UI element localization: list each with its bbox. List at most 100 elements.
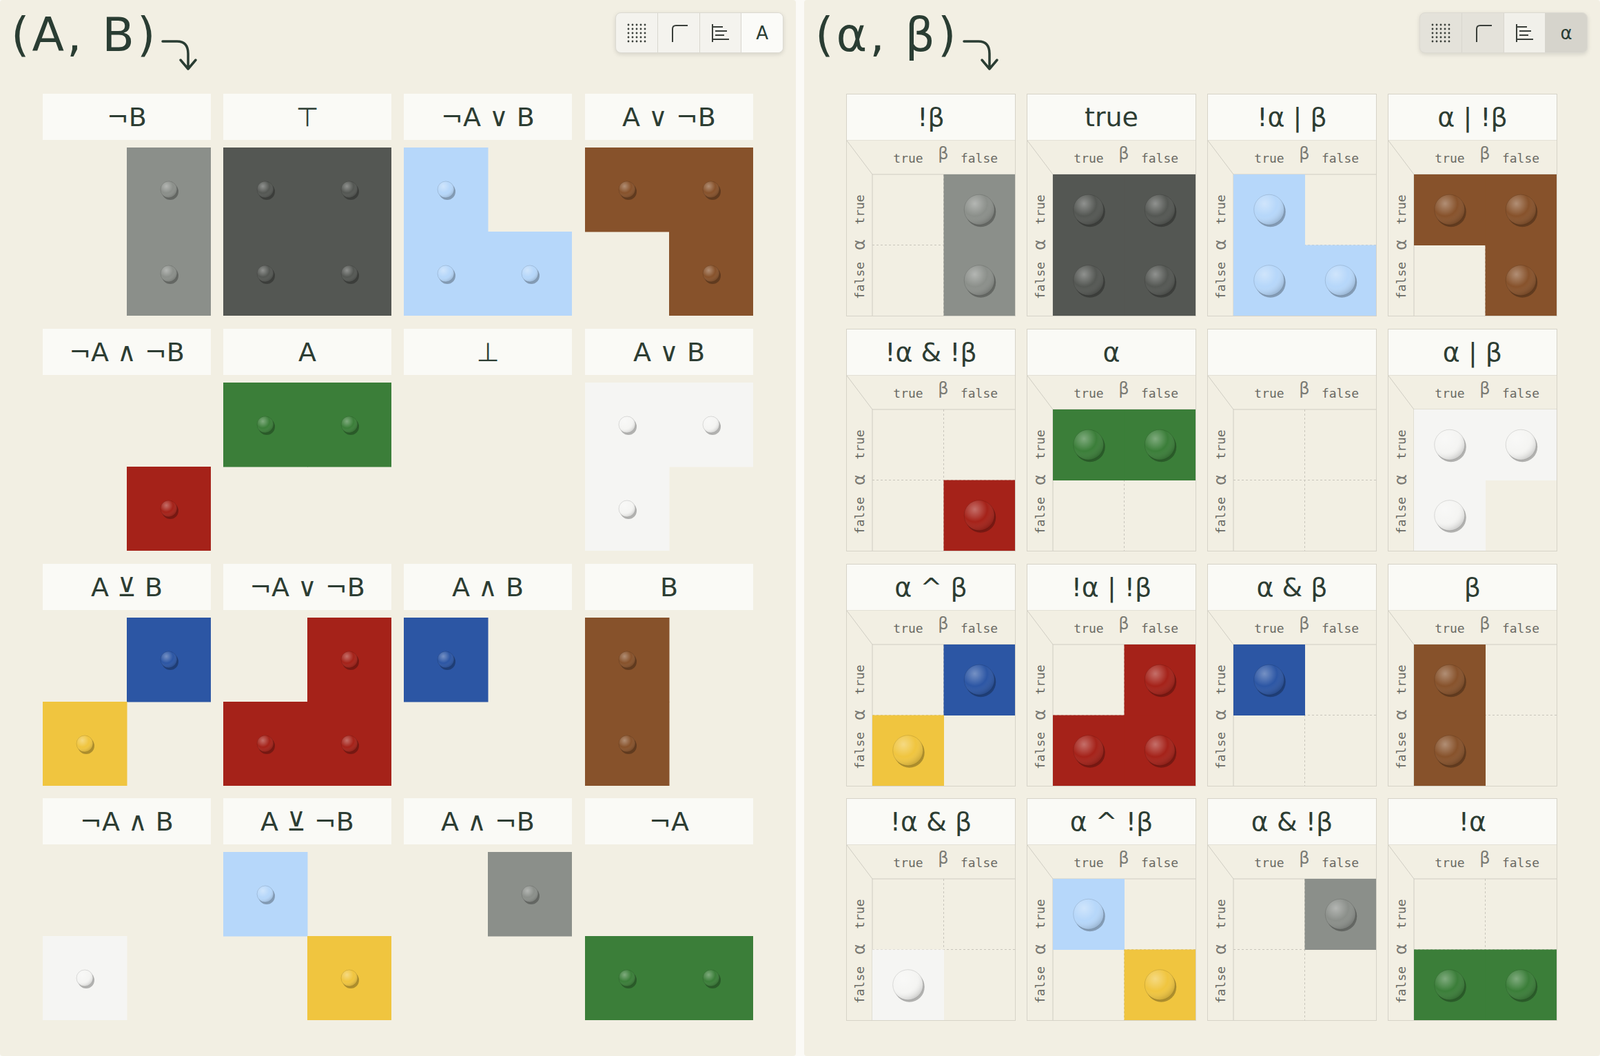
- axis-value: true: [1032, 664, 1048, 694]
- icon-list: [1516, 24, 1534, 43]
- icon-dot: [1435, 39, 1438, 43]
- brick-block: [307, 147, 392, 233]
- stud-highlight: [963, 265, 995, 296]
- corner-diagonal: [1388, 610, 1414, 645]
- brick-stud: [160, 500, 178, 517]
- cell-header: ¬B: [42, 93, 211, 140]
- truth-grid: [223, 382, 392, 551]
- icon-dot: [627, 31, 630, 34]
- truth-grid: [585, 617, 754, 786]
- brick-block: [872, 949, 945, 1021]
- corner-diagonal: [1027, 844, 1053, 879]
- icon-dot: [1439, 27, 1442, 30]
- corner-diagonal: [1388, 375, 1414, 410]
- formula-label: A ∧ B: [452, 571, 524, 603]
- axis-value: true: [852, 429, 867, 459]
- brick-stud: [702, 416, 720, 433]
- brick-stud: [257, 735, 274, 752]
- truth-grid: [1052, 644, 1196, 786]
- brick-block: [126, 231, 211, 316]
- icon-dot: [639, 23, 642, 26]
- formula-label: ¬A ∨ ¬B: [249, 571, 366, 603]
- brick-stud: [1254, 194, 1285, 225]
- truth-cell: trueβfalsetrueαfalse: [1207, 328, 1377, 552]
- cell-header: [1207, 329, 1377, 376]
- axis-variable: α: [1391, 239, 1411, 251]
- stud-highlight: [521, 885, 539, 902]
- axis-value: false: [1141, 620, 1179, 636]
- cell-header: !α & !β: [846, 329, 1015, 376]
- brick-stud: [160, 181, 178, 198]
- icon-dot: [1443, 31, 1446, 34]
- axis-value: false: [1032, 261, 1048, 300]
- axis-variable: α: [849, 709, 869, 721]
- axis-variable: β: [1479, 144, 1490, 164]
- toolbar-button: A: [740, 13, 783, 53]
- axis-variable: α: [1030, 709, 1050, 721]
- icon-dot: [1447, 39, 1450, 43]
- truth-cell: !α & !βtrueβfalsetrueαfalse: [846, 328, 1016, 552]
- axis-variable: β: [1298, 144, 1310, 164]
- brick-stud: [963, 265, 995, 296]
- brick-stud: [341, 735, 358, 752]
- truth-cell: !α & βtrueβfalsetrueαfalse: [846, 797, 1016, 1021]
- brick-block: [126, 147, 211, 233]
- formula-label: A ⊻ ¬B: [260, 806, 355, 837]
- axis-value: true: [893, 385, 923, 401]
- stud-highlight: [618, 181, 636, 198]
- icon-dot: [631, 23, 634, 26]
- truth-grid: [403, 617, 572, 786]
- axis-value: true: [1254, 150, 1284, 166]
- truth-grid: [872, 174, 1015, 316]
- stud-highlight: [341, 735, 358, 752]
- brick-stud: [1434, 664, 1465, 695]
- cell-header: ¬A: [585, 797, 754, 845]
- icon-dot: [627, 35, 630, 38]
- stud-highlight: [1254, 265, 1285, 296]
- stud-highlight: [76, 969, 94, 987]
- axis-variable: α: [1210, 943, 1230, 955]
- cell-header: A: [223, 328, 392, 375]
- axis-value: true: [1032, 429, 1048, 459]
- truth-grid: [1413, 174, 1557, 316]
- truth-grid: [1413, 409, 1557, 551]
- stud-highlight: [1434, 500, 1465, 531]
- axis-variable: α: [849, 474, 869, 486]
- cell-header: α | !β: [1388, 94, 1557, 141]
- brick-block: [223, 851, 309, 937]
- icon-dot: [627, 27, 630, 30]
- cell-header: ⊤: [223, 93, 392, 140]
- stud-highlight: [1434, 969, 1465, 1000]
- truth-grid: [1052, 174, 1196, 316]
- axis-variable: α: [849, 943, 869, 955]
- icon-dot: [1431, 35, 1434, 38]
- formula-label: α ^ !β: [1070, 806, 1154, 837]
- icon-dot: [639, 35, 642, 38]
- formula-label: A: [298, 336, 317, 368]
- cell-header: α & β: [1207, 564, 1377, 611]
- truth-cell: α ^ !βtrueβfalsetrueαfalse: [1026, 797, 1197, 1021]
- formula-label: !α: [1458, 806, 1487, 837]
- brick-stud: [1434, 194, 1465, 225]
- brick-block: [42, 701, 128, 786]
- axis-value: false: [1213, 731, 1228, 769]
- cell-header: ¬A ∨ ¬B: [223, 563, 392, 610]
- stud-highlight: [1144, 664, 1175, 695]
- brick-block: [669, 382, 754, 468]
- brick-block: [1413, 409, 1486, 481]
- formula-label: ¬A ∧ B: [79, 806, 174, 837]
- brick-stud: [1434, 429, 1465, 460]
- stud-highlight: [341, 265, 358, 282]
- brick-block: [585, 617, 670, 703]
- icon-dot: [1431, 27, 1434, 30]
- brick-block: [1052, 409, 1125, 481]
- truth-grid: [585, 851, 754, 1020]
- axis-value: true: [893, 855, 923, 870]
- icon-dot: [643, 23, 646, 26]
- truth-grid: [403, 147, 572, 316]
- axis-value: false: [1321, 620, 1359, 636]
- corner-diagonal: [846, 375, 873, 410]
- axis-value: true: [1032, 194, 1048, 224]
- stud-highlight: [618, 416, 636, 433]
- brick-block: [223, 231, 309, 316]
